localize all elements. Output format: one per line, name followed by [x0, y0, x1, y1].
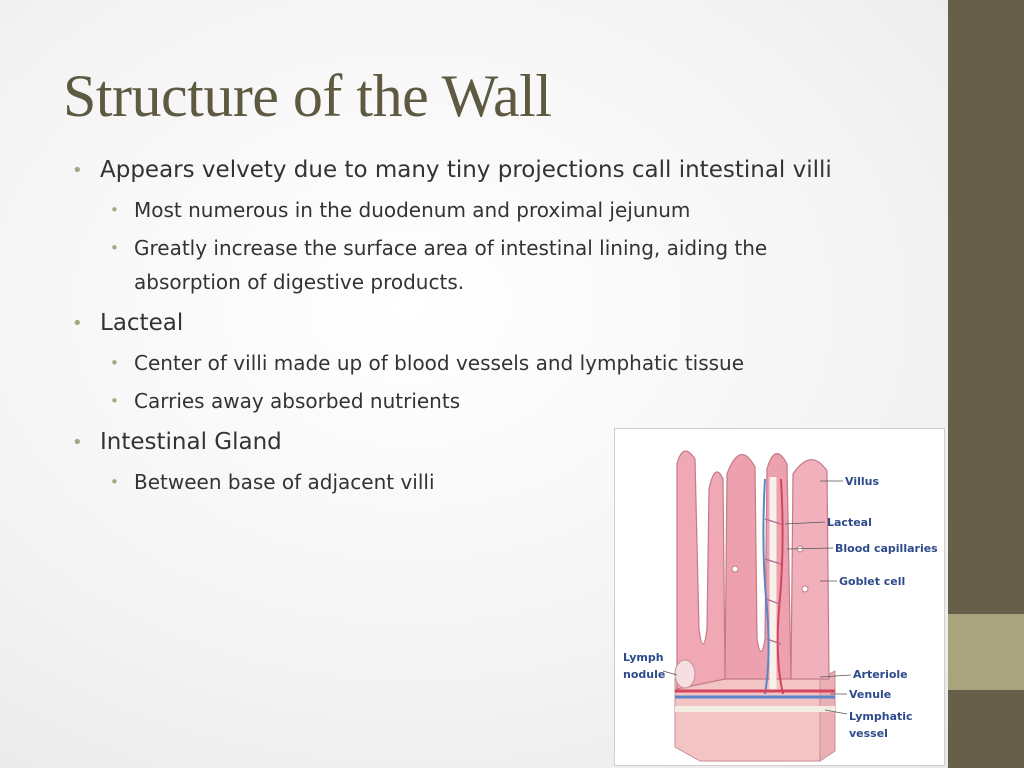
- sub-bullet: Carries away absorbed nutrients: [72, 384, 872, 418]
- sub-bullet-text: Most numerous in the duodenum and proxim…: [134, 198, 691, 222]
- capillaries-blue: [762, 478, 770, 695]
- label-lymphatic-vessel-2: vessel: [849, 727, 888, 740]
- bullet-text: Appears velvety due to many tiny project…: [100, 157, 832, 183]
- slide-title: Structure of the Wall: [63, 63, 552, 129]
- label-lymph-nodule-2: nodule: [623, 668, 665, 681]
- sub-bullet-text: Carries away absorbed nutrients: [134, 389, 461, 413]
- bullet-text: Intestinal Gland: [100, 429, 282, 455]
- label-villus: Villus: [845, 475, 879, 488]
- lymph-nodule: [674, 659, 696, 689]
- bullet-villi: Appears velvety due to many tiny project…: [72, 152, 872, 189]
- sub-bullet: Center of villi made up of blood vessels…: [72, 346, 872, 380]
- sub-bullet-text: Greatly increase the surface area of int…: [134, 236, 768, 294]
- label-lymph-nodule-1: Lymph: [623, 651, 664, 664]
- sub-bullet-text: Between base of adjacent villi: [134, 470, 435, 494]
- villus-illustration: Villus Lacteal Blood capillaries Goblet …: [623, 450, 938, 762]
- villus-right: [790, 459, 830, 680]
- label-lacteal: Lacteal: [827, 516, 872, 529]
- label-goblet-cell: Goblet cell: [839, 575, 905, 588]
- bullet-lacteal: Lacteal: [72, 305, 872, 342]
- label-blood-capillaries: Blood capillaries: [835, 542, 938, 555]
- bullet-intestinal-gland: Intestinal Gland: [72, 424, 872, 461]
- bullet-text: Lacteal: [100, 310, 184, 336]
- bullet-list: Appears velvety due to many tiny project…: [72, 152, 872, 499]
- villus-left: [676, 450, 726, 690]
- villus-diagram: Villus Lacteal Blood capillaries Goblet …: [614, 428, 945, 766]
- label-lymphatic-vessel-1: Lymphatic: [849, 710, 913, 723]
- side-accent-block: [948, 614, 1024, 690]
- label-arteriole: Arteriole: [853, 668, 908, 681]
- sub-bullet-text: Center of villi made up of blood vessels…: [134, 351, 745, 375]
- label-venule: Venule: [849, 688, 891, 701]
- sub-bullet: Greatly increase the surface area of int…: [72, 231, 872, 299]
- sub-bullet: Between base of adjacent villi: [72, 465, 872, 499]
- capillaries-red: [776, 478, 784, 695]
- sub-bullet: Most numerous in the duodenum and proxim…: [72, 193, 872, 227]
